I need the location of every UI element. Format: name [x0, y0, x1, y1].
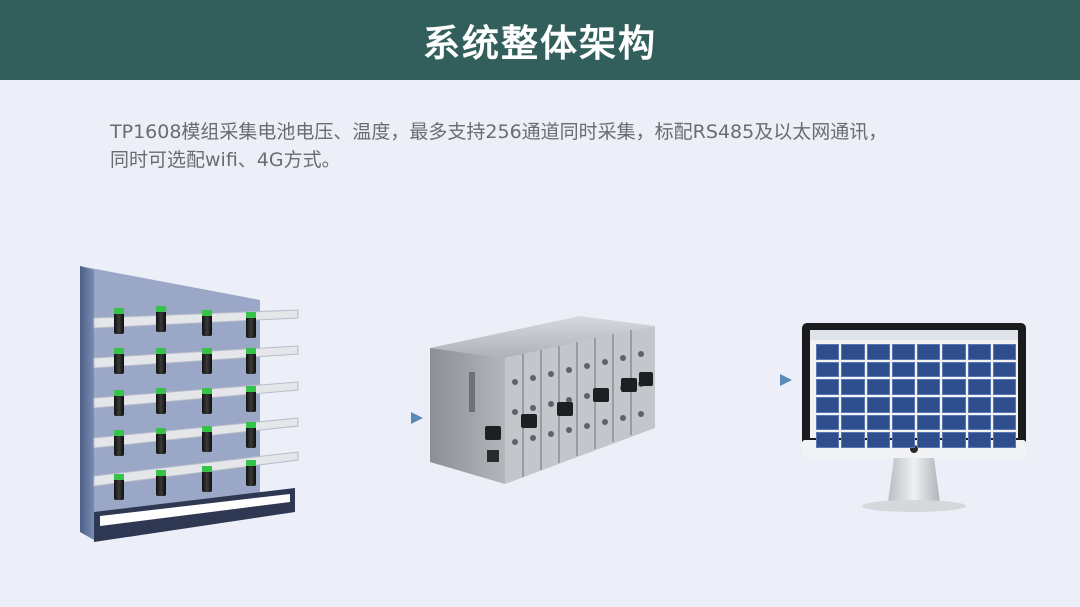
monitor-data-cell — [917, 432, 941, 448]
monitor-data-cell — [967, 397, 991, 413]
page-title: 系统整体架构 — [423, 22, 657, 65]
monitor-data-cell — [917, 344, 941, 360]
monitor-data-cell — [992, 361, 1016, 378]
monitor-data-cell — [917, 397, 941, 413]
monitor-data-cell — [891, 344, 915, 360]
monitor-data-cell — [942, 414, 966, 431]
monitor-data-cell — [866, 379, 890, 395]
arrow-to-module — [305, 412, 423, 424]
monitor-data-cell — [841, 361, 865, 378]
monitor-data-cell — [992, 379, 1016, 395]
monitor-data-cell — [866, 361, 890, 378]
monitor-data-cell — [841, 414, 865, 431]
monitor-data-cell — [992, 397, 1016, 413]
monitor-data-cell — [942, 379, 966, 395]
monitor-data-cell — [917, 361, 941, 378]
monitor-data-cell — [816, 397, 840, 413]
monitor-data-cell — [967, 432, 991, 448]
monitor-data-cell — [816, 414, 840, 431]
monitor-data-cell — [816, 361, 840, 378]
battery-rack-icon — [80, 266, 299, 542]
description-line-1: TP1608模组采集电池电压、温度，最多支持256通道同时采集，标配RS485及… — [110, 121, 888, 143]
monitor-data-grid — [816, 344, 1016, 448]
monitor-data-cell — [967, 379, 991, 395]
monitor-data-cell — [917, 414, 941, 431]
monitor-data-cell — [891, 397, 915, 413]
monitor-data-cell — [942, 397, 966, 413]
monitor-data-cell — [866, 432, 890, 448]
monitor-data-cell — [967, 344, 991, 360]
monitor-data-cell — [866, 414, 890, 431]
monitor-data-cell — [841, 344, 865, 360]
monitor-data-cell — [891, 379, 915, 395]
monitor-data-cell — [841, 397, 865, 413]
monitor-data-cell — [942, 361, 966, 378]
description-line-2: 同时可选配wifi、4G方式。 — [110, 149, 341, 171]
monitor-data-cell — [917, 379, 941, 395]
monitor-data-cell — [816, 379, 840, 395]
monitor-data-cell — [841, 379, 865, 395]
monitor-data-cell — [816, 344, 840, 360]
description-text: TP1608模组采集电池电压、温度，最多支持256通道同时采集，标配RS485及… — [110, 118, 1030, 174]
monitor-data-cell — [967, 361, 991, 378]
monitor-data-cell — [942, 344, 966, 360]
header-bar: 系统整体架构 — [0, 0, 1080, 80]
monitor-data-cell — [967, 414, 991, 431]
monitor-data-cell — [891, 361, 915, 378]
monitor-data-cell — [891, 432, 915, 448]
monitor-data-cell — [866, 344, 890, 360]
monitor-data-cell — [992, 344, 1016, 360]
monitor-data-cell — [866, 397, 890, 413]
monitor-data-cell — [942, 432, 966, 448]
monitor-data-cell — [992, 432, 1016, 448]
battery-row-1 — [114, 306, 256, 338]
data-acquisition-module-icon — [430, 316, 655, 484]
monitor-data-cell — [891, 414, 915, 431]
monitor-data-cell — [841, 432, 865, 448]
monitor-data-cell — [816, 432, 840, 448]
monitor-data-cell — [992, 414, 1016, 431]
arrow-to-monitor — [678, 374, 792, 386]
